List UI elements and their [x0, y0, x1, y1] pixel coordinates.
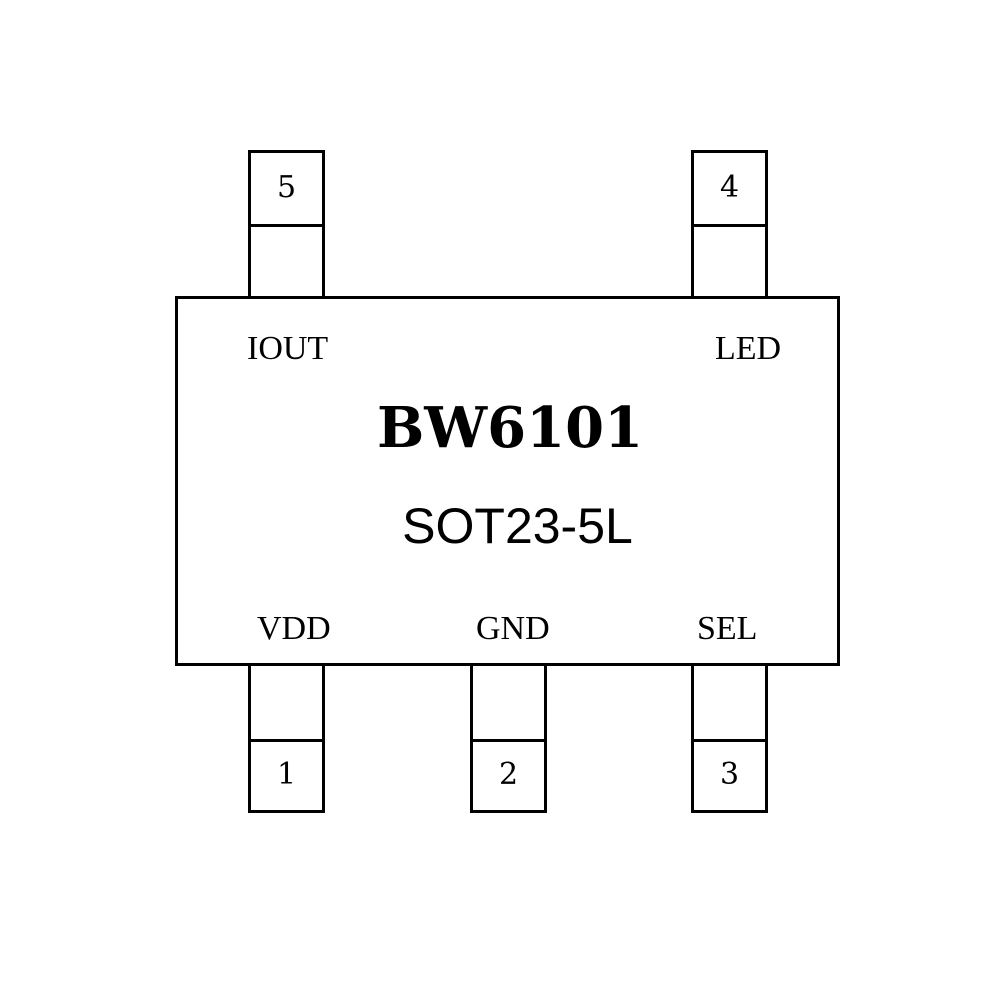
pin-number: 5: [276, 170, 297, 205]
pin-1: 1: [248, 662, 325, 813]
pin-label-gnd: GND: [476, 610, 550, 647]
pin-number: 1: [276, 757, 297, 792]
pin-label-iout: IOUT: [247, 330, 329, 367]
pin-3: 3: [691, 662, 768, 813]
part-number: BW6101: [376, 395, 644, 461]
chip-body: [175, 296, 840, 666]
pin-number: 3: [719, 757, 740, 792]
pin-label-vdd: VDD: [257, 610, 331, 647]
pin-number: 4: [719, 170, 740, 205]
pin-4: 4: [691, 150, 768, 300]
pin-2: 2: [470, 662, 547, 813]
pin-number: 2: [498, 757, 519, 792]
package-name: SOT23-5L: [402, 498, 633, 554]
pin-label-sel: SEL: [697, 610, 758, 647]
pin-5: 5: [248, 150, 325, 300]
pin-label-led: LED: [715, 330, 782, 367]
